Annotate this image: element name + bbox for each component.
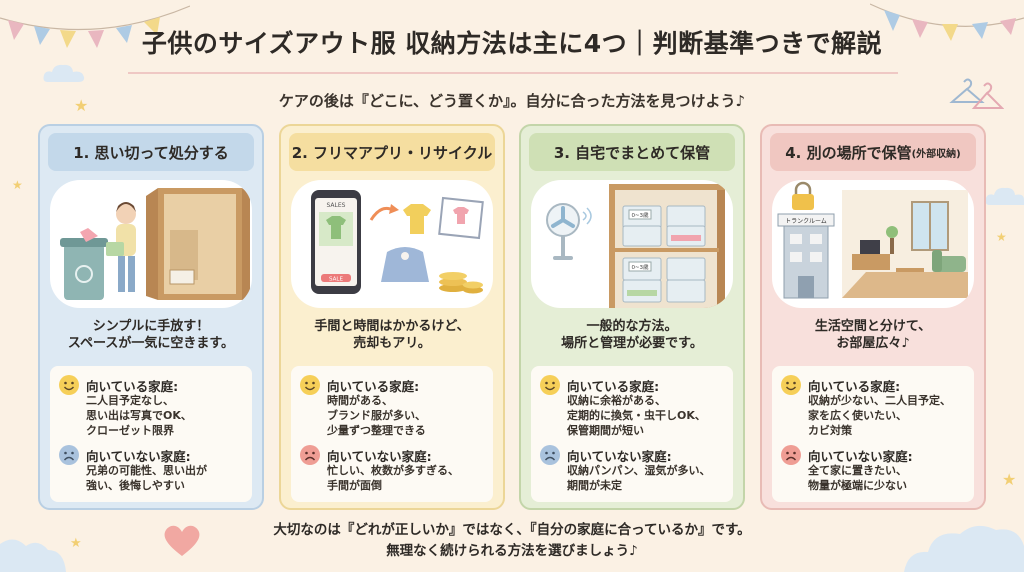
svg-text:トランクルーム: トランクルーム [785, 218, 827, 225]
svg-text:SALE: SALE [329, 277, 343, 283]
card-title: 3. 自宅でまとめて保管 [529, 133, 735, 171]
suitability-panel: 向いている家庭: 二人目予定なし、思い出は写真でOK、クローゼット限界 向いてい… [50, 366, 252, 502]
page-title: 子供のサイズアウト服 収納方法は主に4つ｜判断基準つきで解説 [141, 29, 883, 58]
page-subtitle: ケアの後は『どこに、どう置くか』。自分に合った方法を見つけよう♪ [278, 92, 746, 110]
star-icon: ★ [1002, 470, 1017, 489]
storage-boxes: 0~3歳 0~3歳 [622, 205, 706, 303]
illustration-dispose [50, 180, 252, 308]
illustration-external-storage: トランクルーム [772, 180, 974, 308]
card-description: 生活空間と分けて、お部屋広々♪ [814, 319, 932, 351]
suitability-panel: 向いている家庭: 収納が少ない、二人目予定、家を広く使いたい、カビ対策 向いてい… [772, 366, 974, 502]
card-title: 1. 思い切って処分する [48, 133, 254, 171]
svg-text:0~3歳: 0~3歳 [631, 263, 649, 271]
dispose-illustration [60, 188, 250, 300]
illustration-flea-market: SALES SALE [291, 180, 493, 308]
card-title: 2. フリマアプリ・リサイクル [289, 133, 495, 171]
illustration-home-storage: 0~3歳 0~3歳 [531, 180, 733, 308]
sad-face-icon [540, 445, 560, 465]
woman-figure [106, 202, 136, 292]
happy-face-icon [781, 375, 801, 395]
lock-icon [792, 181, 814, 210]
star-icon: ★ [74, 96, 89, 115]
cloud-icon [43, 64, 85, 82]
suitability-panel: 向いている家庭: 時間がある、ブランド服が多い、少量ずつ整理できる 向いていない… [291, 366, 493, 502]
star-icon: ★ [70, 536, 82, 551]
method-card-dispose: 1. 思い切って処分する シンプル [38, 124, 264, 510]
sad-face-icon [781, 445, 801, 465]
sad-face-icon [300, 445, 320, 465]
title-underline [128, 72, 898, 74]
external-storage-illustration: トランクルーム [777, 181, 968, 299]
method-card-home-storage: 3. 自宅でまとめて保管 [519, 124, 745, 510]
bunting-left-decoration [0, 5, 190, 48]
footer-message: 大切なのは『どれが正しいか』ではなく、『自分の家庭に合っているか』です。無理なく… [273, 522, 751, 559]
sad-face-icon [59, 445, 79, 465]
cloud-icon [985, 187, 1024, 205]
card-description: シンプルに手放す！スペースが一気に空きます。 [67, 319, 235, 351]
home-storage-illustration: 0~3歳 0~3歳 [546, 184, 725, 308]
fan-icon [546, 203, 592, 260]
cloud-icon [0, 539, 66, 572]
method-card-flea-market: 2. フリマアプリ・リサイクル SALES SALE [279, 124, 505, 510]
happy-face-icon [59, 375, 79, 395]
star-icon: ★ [996, 230, 1007, 244]
card-description: 手間と時間はかかるけど、売却もアリ。 [314, 319, 470, 351]
cloud-icon [904, 525, 1024, 572]
trash-bin-icon [60, 228, 108, 300]
happy-face-icon [300, 375, 320, 395]
svg-text:0~3歳: 0~3歳 [631, 211, 649, 219]
card-title: 4. 別の場所で保管(外部収納) [770, 133, 976, 171]
method-card-external-storage: 4. 別の場所で保管(外部収納) トランクルーム [760, 124, 986, 510]
heart-icon [164, 525, 200, 556]
flea-market-illustration: SALES SALE [311, 190, 484, 294]
card-description: 一般的な方法。場所と管理が必要です。 [561, 319, 703, 351]
recycle-icon [75, 265, 93, 283]
svg-text:SALES: SALES [327, 202, 346, 209]
suitability-panel: 向いている家庭: 収納に余裕がある、定期的に換気・虫干しOK、保管期間が短い 向… [531, 366, 733, 502]
storage-building: トランクルーム [777, 213, 835, 299]
hanger-icon [949, 78, 1004, 109]
bunting-right-decoration [870, 3, 1024, 41]
star-icon: ★ [12, 178, 23, 192]
smartphone-icon: SALES SALE [311, 190, 361, 294]
happy-face-icon [540, 375, 560, 395]
